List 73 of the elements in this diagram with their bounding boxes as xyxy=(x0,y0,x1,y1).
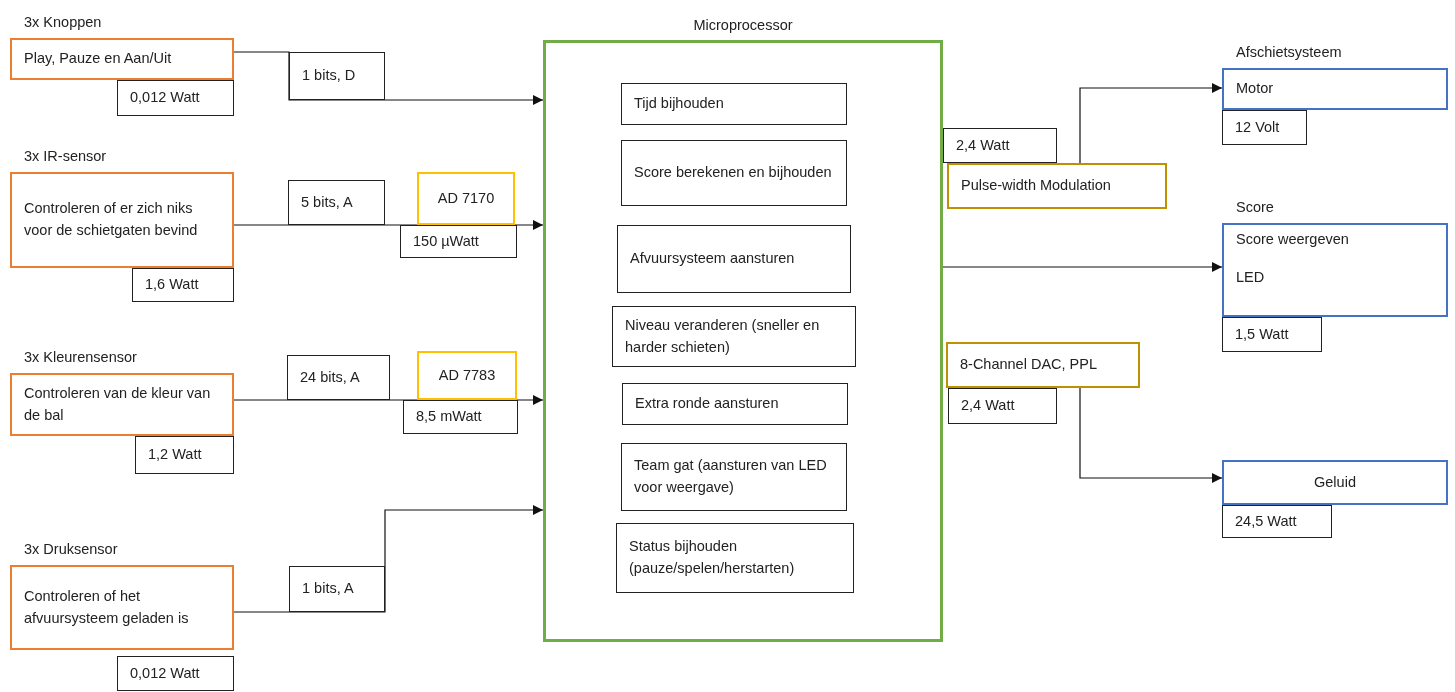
box-heading: 3x Kleurensensor xyxy=(24,348,137,367)
box-heading: 3x Knoppen xyxy=(24,13,102,32)
box-heading: Score xyxy=(1236,198,1274,217)
box-heading: Microprocessor xyxy=(692,16,794,35)
process-box xyxy=(1222,317,1322,352)
driver-box xyxy=(946,342,1140,388)
driver-box xyxy=(947,163,1167,209)
process-box xyxy=(617,225,851,293)
process-box xyxy=(289,566,385,612)
process-box xyxy=(132,268,234,302)
box-text: Geluid xyxy=(1314,472,1356,492)
process-box xyxy=(622,383,848,425)
process-box xyxy=(616,523,854,593)
box-text: Controleren van de kleur van de bal xyxy=(24,383,212,425)
box-text: Controleren of het afvuursysteem geladen is xyxy=(24,586,190,628)
process-box xyxy=(289,52,385,100)
process-box xyxy=(948,388,1057,424)
box-text: Extra ronde aansturen xyxy=(635,394,780,414)
process-box xyxy=(403,400,518,434)
box-text: 150 µWatt xyxy=(413,231,480,251)
box-text: Status bijhouden (pauze/spelen/herstarten) xyxy=(629,537,796,578)
box-text: Pulse-width Modulation xyxy=(961,176,1112,196)
box-text: 0,012 Watt xyxy=(130,88,201,108)
box-text: 1 bits, D xyxy=(302,66,357,86)
box-text: LED xyxy=(1236,267,1266,287)
process-box xyxy=(621,140,847,206)
process-box xyxy=(1222,505,1332,538)
box-text: 1 bits, A xyxy=(302,579,355,599)
box-text: 1,5 Watt xyxy=(1235,324,1290,344)
box-text: AD 7170 xyxy=(437,188,495,208)
process-box xyxy=(135,436,234,474)
box-text: 2,4 Watt xyxy=(956,135,1011,155)
process-box xyxy=(117,656,234,691)
box-text: Niveau veranderen (sneller en harder schieten) xyxy=(625,315,821,357)
box-text: 24,5 Watt xyxy=(1235,511,1298,531)
box-text: Tijd bijhouden xyxy=(634,94,725,114)
converter-box xyxy=(417,351,517,400)
arrow xyxy=(233,51,544,105)
box-text: Play, Pauze en Aan/Uit xyxy=(24,49,173,69)
box-text: 0,012 Watt xyxy=(130,663,201,683)
box-text: Score berekenen en bijhouden xyxy=(634,163,833,183)
box-text: Score weergeven xyxy=(1236,230,1350,249)
process-box xyxy=(943,128,1057,163)
box-heading: 3x Druksensor xyxy=(24,540,118,559)
box-text: 24 bits, A xyxy=(300,367,361,387)
box-text: Afvuursysteem aansturen xyxy=(630,249,796,269)
box-heading: Afschietsysteem xyxy=(1236,43,1342,62)
output-box xyxy=(1222,460,1448,505)
box-text: 1,2 Watt xyxy=(148,445,203,465)
process-box xyxy=(117,80,234,116)
arrow xyxy=(942,262,1223,272)
process-box xyxy=(400,225,517,258)
box-text: Team gat (aansturen van LED voor weergave) xyxy=(634,456,828,497)
process-box xyxy=(621,443,847,511)
box-text: 8,5 mWatt xyxy=(416,407,483,427)
process-box xyxy=(621,83,847,125)
box-text: 5 bits, A xyxy=(301,192,354,212)
box-text: 12 Volt xyxy=(1235,117,1281,137)
box-text: Motor xyxy=(1236,79,1275,99)
arrow xyxy=(233,505,544,613)
process-box xyxy=(288,180,385,225)
box-heading: 3x IR-sensor xyxy=(24,147,107,166)
box-text: 2,4 Watt xyxy=(961,396,1016,416)
arrow xyxy=(1079,387,1223,483)
arrow xyxy=(1079,83,1223,164)
process-box xyxy=(287,355,390,400)
process-box xyxy=(1222,110,1307,145)
converter-box xyxy=(417,172,515,225)
box-text: AD 7783 xyxy=(438,365,496,385)
box-text: 1,6 Watt xyxy=(145,275,200,295)
box-text: 8-Channel DAC, PPL xyxy=(960,355,1098,375)
box-text: Controleren of er zich niks voor de schietgaten bevind xyxy=(24,199,199,240)
process-box xyxy=(612,306,856,367)
